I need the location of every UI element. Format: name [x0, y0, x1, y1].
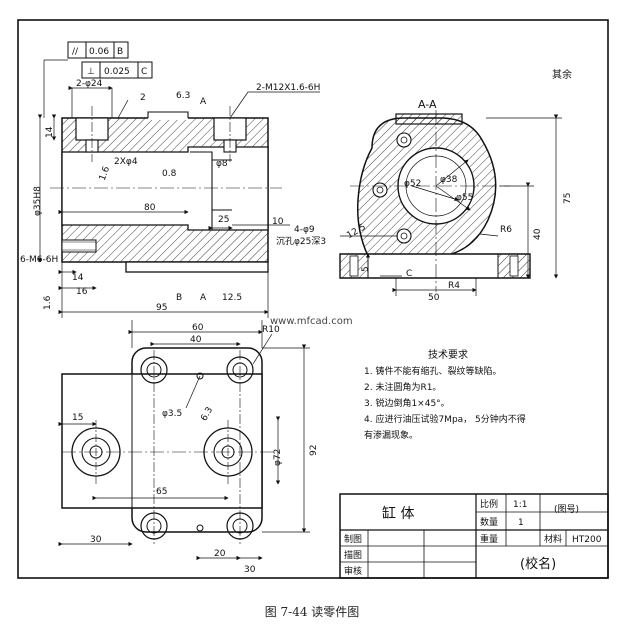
- dim-phi52: φ52: [404, 179, 421, 189]
- material-value: HT200: [572, 535, 602, 545]
- dim-5: 5: [361, 266, 371, 272]
- tol-2-symbol: ⊥: [87, 67, 95, 77]
- dim-14-bot: 14: [72, 273, 84, 283]
- dim-10: 10: [272, 217, 284, 227]
- dim-4phi9: 4-φ9: [294, 225, 315, 235]
- section-view-dimensions: [365, 114, 562, 296]
- dim-75: 75: [563, 193, 573, 204]
- front-view: [50, 106, 282, 273]
- dim-50: 50: [428, 293, 440, 303]
- thread-m6: 6-M6-6H: [20, 255, 58, 265]
- title-block: [339, 493, 609, 579]
- top-view: [61, 347, 276, 544]
- tech-req-item: 2. 未注圆角为R1。: [364, 381, 441, 393]
- dim-40: 40: [533, 228, 543, 240]
- dim-80: 80: [144, 203, 156, 213]
- tech-req-item: 4. 应进行油压试验7Mpa， 5分钟内不得: [364, 413, 526, 425]
- tolerance-frames: [67, 41, 153, 79]
- dim-phi8: φ8: [216, 159, 228, 169]
- dim-r10: R10: [262, 325, 280, 335]
- dim-phi55: φ55: [456, 193, 473, 203]
- datum-c: C: [406, 269, 412, 279]
- part-name: 缸 体: [382, 505, 414, 522]
- tol-1-symbol: //: [72, 47, 79, 57]
- tech-req-item: 有渗漏现象。: [364, 429, 418, 441]
- dim-16: 16: [76, 287, 88, 297]
- drawing-frame: [17, 19, 609, 579]
- section-mark-a: A: [200, 97, 207, 107]
- datum-b: B: [176, 293, 182, 303]
- tech-req-item: 1. 铸件不能有缩孔、裂纹等缺陷。: [364, 365, 501, 377]
- drawing-number: (图号): [554, 504, 579, 515]
- tol-1-value: 0.06: [89, 47, 109, 57]
- dim-30: 30: [90, 535, 102, 545]
- drawn-label: 制图: [344, 533, 362, 545]
- rough-6-3: 6.3: [176, 91, 190, 101]
- qty-value: 1: [518, 518, 524, 528]
- tech-req-title: 技术要求: [428, 348, 468, 361]
- top-view-body: [61, 373, 263, 509]
- scale-label: 比例: [480, 498, 498, 510]
- material-label: 材料: [544, 533, 562, 545]
- tol-2-value: 0.025: [104, 67, 130, 77]
- thread-m12: 2-M12X1.6-6H: [256, 83, 320, 93]
- front-view-dimensions: [37, 59, 320, 318]
- rough-1-6-left: 1.6: [43, 295, 53, 310]
- scale-value: 1:1: [513, 500, 527, 510]
- section-view: [339, 110, 531, 292]
- rough-0-8: 0.8: [162, 169, 177, 179]
- dim-2phi24: 2-φ24: [76, 79, 103, 89]
- rough-1-6: 1.6: [98, 165, 112, 182]
- dim-14-top: 14: [45, 126, 55, 138]
- dim-phi3-5: φ3.5: [162, 409, 182, 419]
- dim-phi72: φ72: [273, 449, 283, 466]
- dim-40-top: 40: [190, 335, 202, 345]
- school-name: (校名): [520, 556, 556, 572]
- qty-label: 数量: [480, 516, 498, 528]
- dim-r6: R6: [500, 225, 512, 235]
- rough-12-5: 12.5: [222, 293, 242, 303]
- tech-req-item: 3. 锐边倒角1×45°。: [364, 397, 450, 409]
- dim-65: 65: [156, 487, 167, 497]
- weight-label: 重量: [480, 533, 498, 545]
- figure-caption: 图 7-44 读零件图: [264, 605, 360, 619]
- dim-r4: R4: [448, 281, 460, 291]
- section-label: A-A: [418, 98, 437, 111]
- dim-30-right: 30: [244, 565, 256, 575]
- front-view-bore: [61, 146, 269, 231]
- top-view-dimensions: [58, 320, 310, 561]
- section-mark-a-bottom: A: [200, 293, 207, 303]
- watermark-site: www.mfcad.com: [270, 316, 353, 327]
- dim-15: 15: [72, 413, 83, 423]
- tol-2-datum: C: [141, 67, 147, 77]
- dim-92: 92: [309, 445, 319, 456]
- dim-20: 20: [214, 549, 226, 559]
- dim-phi35h8: φ35H8: [33, 186, 43, 216]
- dim-2xphi4: 2Xφ4: [114, 157, 138, 167]
- roughness-note: 其余: [552, 68, 572, 81]
- dim-phi38: φ38: [440, 175, 458, 185]
- dim-95: 95: [156, 303, 167, 313]
- approved-label: 审核: [344, 565, 362, 577]
- dim-25: 25: [218, 215, 229, 225]
- dim-2: 2: [140, 93, 146, 103]
- dim-counterbore: 沉孔φ25深3: [276, 236, 326, 247]
- dim-60: 60: [192, 323, 204, 333]
- tol-1-datum: B: [117, 47, 123, 57]
- checked-label: 描图: [344, 549, 362, 561]
